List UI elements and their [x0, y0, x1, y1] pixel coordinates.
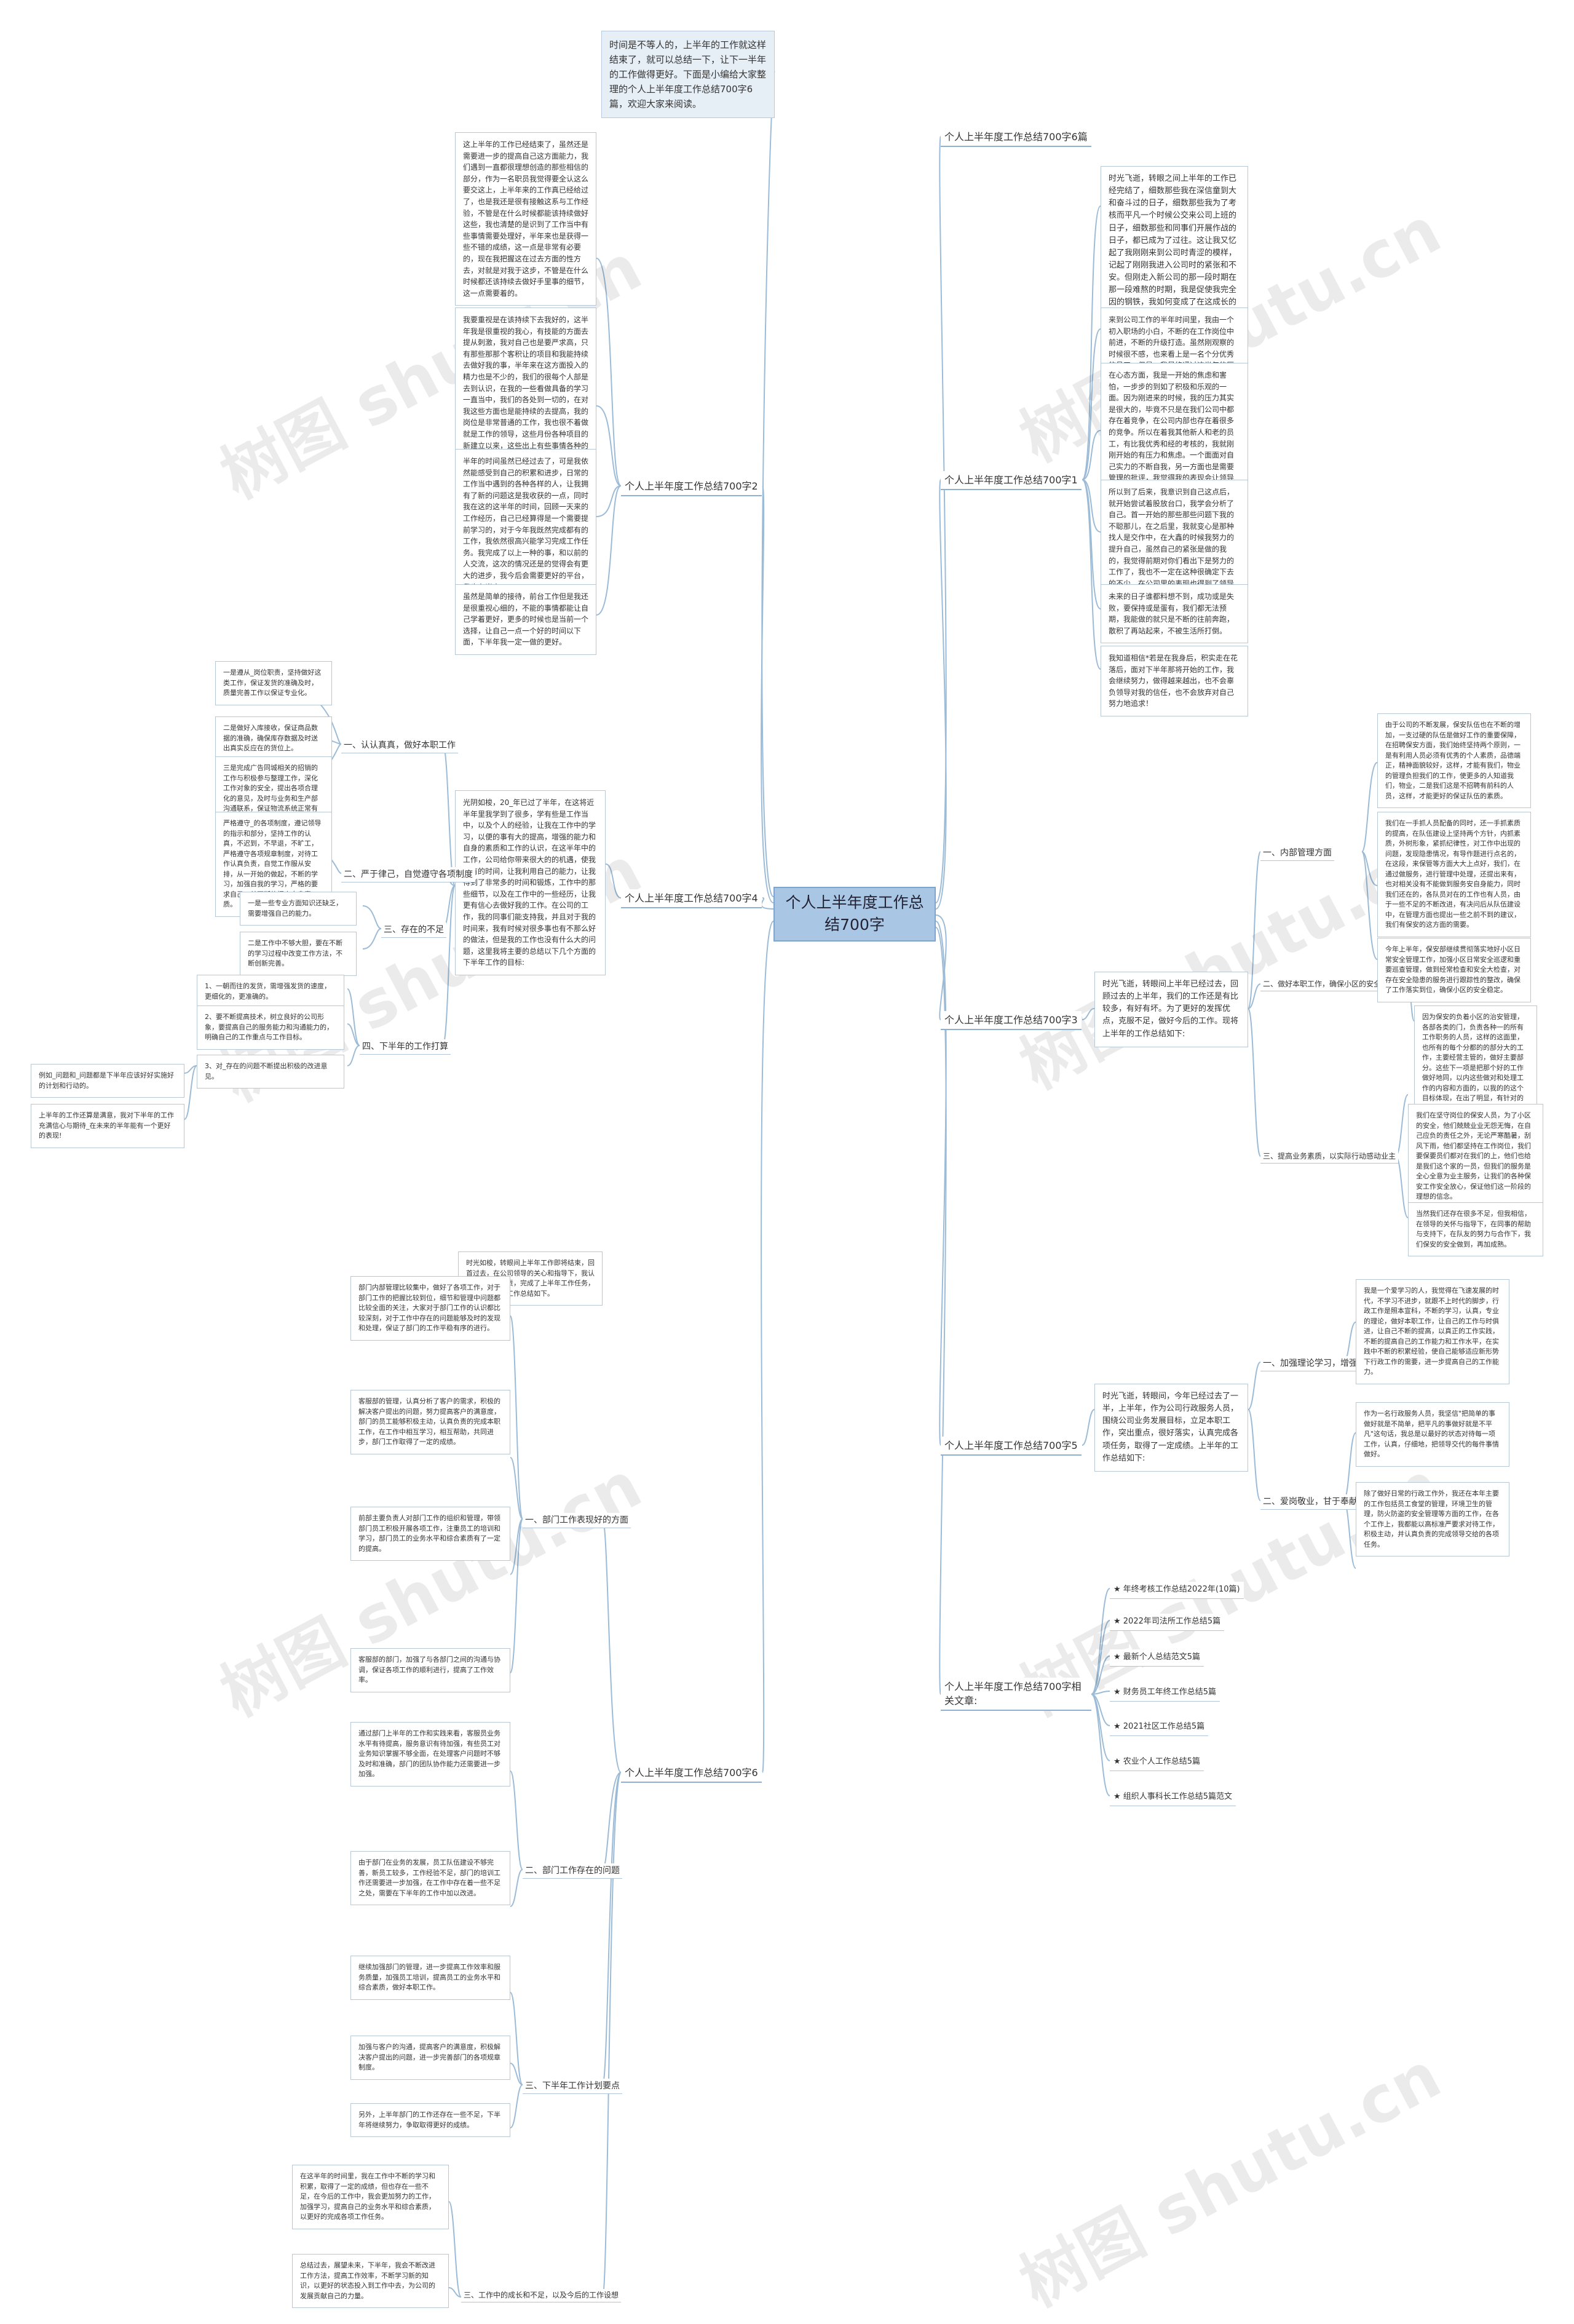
related-link-1[interactable]: ★ 年终考核工作总结2022年(10篇): [1110, 1582, 1244, 1599]
b6-sub3-text-2: 加强与客户的沟通，提高客户的满意度，积极解决客户提出的问题，进一步完善部门的各项…: [350, 2036, 510, 2080]
b4-tail-1: 例如_问题和_问题都是下半年应该好好实施好的计划和行动的。: [31, 1064, 184, 1098]
b6-sub3-text-3: 另外，上半年部门的工作还存在一些不足，下半年将继续努力，争取取得更好的成绩。: [350, 2103, 510, 2137]
branch-2[interactable]: 个人上半年度工作总结700字2: [621, 477, 762, 497]
branch-1[interactable]: 个人上半年度工作总结700字1: [941, 471, 1082, 491]
b4-sub3-text-2: 二是工作中不够大胆，要在不断的学习过程中改变工作方法，不断创新完善。: [240, 932, 357, 976]
b6-sub-2[interactable]: 二、部门工作存在的问题: [523, 1863, 622, 1879]
intro-box: 时间是不等人的，上半年的工作就这样结束了，就可以总结一下，让下一半年的工作做得更…: [601, 31, 775, 118]
root-node[interactable]: 个人上半年度工作总结700字: [773, 887, 936, 942]
related-link-3[interactable]: ★ 最新个人总结范文5篇: [1110, 1649, 1204, 1667]
b3-sub1-text-2: 我们在一手抓人员配备的同时，还一手抓素质的提高，在队伍建设上坚持两个方针，内抓素…: [1377, 812, 1531, 937]
b4-sub4-text-2: 2、要不断提高技术，树立良好的公司形象，要提高自己的服务能力和沟通能力的，明确自…: [197, 1005, 344, 1050]
b6-sub-4[interactable]: 三、工作中的成长和不足，以及今后的工作设想: [461, 2289, 622, 2303]
related-link-2[interactable]: ★ 2022年司法所工作总结5篇: [1110, 1614, 1225, 1631]
b2-text-4: 虽然是简单的接待，前台工作但是我还是很重视心细的，不能的事情都能让自己学着更好，…: [455, 584, 596, 655]
b4-sub-1[interactable]: 一、认认真真，做好本职工作: [341, 738, 458, 754]
b3-sub-1[interactable]: 一、内部管理方面: [1260, 846, 1334, 862]
related-link-4[interactable]: ★ 财务员工年终工作总结5篇: [1110, 1684, 1220, 1702]
b1-text-6: 我知道相信*若是在我身后，积实走在花落后，面对下半年那将开始的工作，我会继续努力…: [1101, 646, 1248, 716]
b5-sub2-text-1: 作为一名行政服务人员，我坚信"把简单的事做好就是不简单，把平凡的事做好就是不平凡…: [1356, 1402, 1509, 1467]
b3-sub-3[interactable]: 三、提高业务素质，以实际行动感动业主: [1260, 1150, 1399, 1164]
b4-sub-2[interactable]: 二、严于律己，自觉遵守各项制度: [341, 867, 475, 883]
b3-sub3-text-1: 我们在坚守岗位的保安人员，为了小区的安全，他们兢兢业业无怨无悔，在自己应负的责任…: [1408, 1104, 1543, 1209]
b1-text-5: 未来的日子谁都料想不到，成功或是失败，要保持或是蛋有，我们都无法预期，我能做的就…: [1101, 584, 1248, 644]
b2-text-3: 半年的时间虽然已经过去了，可是我依然能感受到自己的积累和进步，日常的工作当中遇到…: [455, 449, 596, 600]
b6-sub-1[interactable]: 一、部门工作表现好的方面: [523, 1513, 631, 1529]
b6-sub2-text-2: 由于部门在业务的发展，员工队伍建设不够完善，新员工较多，工作经验不足，部门的培训…: [350, 1851, 510, 1905]
b2-text-1: 这上半年的工作已经结束了，虽然还是需要进一步的提高自己这方面能力，我们遇到一直都…: [455, 132, 596, 306]
b6-sub1-text-2: 客服部的管理，认真分析了客户的需求，积极的解决客户提出的问题，努力提高客户的满意…: [350, 1390, 510, 1454]
b6-sub-3[interactable]: 三、下半年工作计划要点: [523, 2079, 622, 2095]
b6-sub2-text-1: 通过部门上半年的工作和实践来看，客服员业务水平有待提高，服务意识有待加强，有些员…: [350, 1722, 510, 1787]
b3-sub1-text-1: 由于公司的不断发展，保安队伍也在不断的增加，一支过硬的队伍是做好工作的重要保障，…: [1377, 713, 1531, 808]
branch-5[interactable]: 个人上半年度工作总结700字5: [941, 1437, 1082, 1456]
related-link-5[interactable]: ★ 2021社区工作总结5篇: [1110, 1719, 1209, 1736]
b5-intro: 时光飞逝，转眼间，今年已经过去了一半，上半年，作为公司行政服务人员，围绕公司业务…: [1094, 1384, 1248, 1472]
b6-sub1-text-4: 客服部的部门，加强了与各部门之间的沟通与协调，保证各项工作的顺利进行，提高了工作…: [350, 1648, 510, 1692]
b4-sub4-text-3: 3、对_存在的问题不断提出积极的改进意见。: [197, 1055, 344, 1089]
b6-sub3-text-1: 继续加强部门的管理，进一步提高工作效率和服务质量，加强员工培训，提高员工的业务水…: [350, 1956, 510, 2000]
b4-sub3-text-1: 一是一些专业方面知识还缺乏，需要增强自己的能力。: [240, 892, 357, 926]
b4-sub-4[interactable]: 四、下半年的工作打算: [360, 1039, 451, 1055]
related-link-7[interactable]: ★ 组织人事科长工作总结5篇范文: [1110, 1789, 1236, 1806]
b3-intro: 时光飞逝，转眼间上半年已经过去，回顾过去的上半年，我们的工作还是有比较多，有好有…: [1094, 972, 1248, 1047]
b4-sub1-text-2: 二是做好入库接收，保证商品数据的准确，确保库存数据及时送出真实反应在的货位上。: [215, 716, 332, 761]
b4-intro: 光阴如梭，20_年已过了半年，在这将近半年里我学到了很多，学有些是工作当中，以及…: [455, 790, 606, 975]
b3-sub-2[interactable]: 二、做好本职工作，确保小区的安全防卫: [1260, 978, 1399, 992]
b4-sub1-text-1: 一是遵从_岗位职责，坚持做好这类工作，保证发货的准确及时，质量完善工作以保证专业…: [215, 661, 332, 705]
b6-tail-text-2: 总结过去，展望未来，下半年，我会不断改进工作方法，提高工作效率，不断学习新的知识…: [292, 2254, 449, 2308]
b4-sub4-text-1: 1、一朝而往的发货，需增强发货的速度，更细化的，更准确的。: [197, 975, 344, 1009]
branch-6-articles[interactable]: 个人上半年度工作总结700字6篇: [941, 128, 1091, 148]
branch-3[interactable]: 个人上半年度工作总结700字3: [941, 1011, 1082, 1031]
b5-sub1-text-1: 我是一个爱学习的人，我觉得在飞速发展的时代，不学习不进步，就跟不上时代的脚步，行…: [1356, 1279, 1509, 1384]
watermark: 树图 shutu.cn: [1008, 2037, 1453, 2322]
related-link-6[interactable]: ★ 农业个人工作总结5篇: [1110, 1754, 1204, 1771]
b6-sub1-text-1: 部门内部管理比较集中，做好了各项工作，对于部门工作的把握比较到位，细节和管理中问…: [350, 1276, 510, 1341]
branch-4[interactable]: 个人上半年度工作总结700字4: [621, 889, 762, 909]
b6-tail-text-1: 在这半年的时间里，我在工作中不断的学习和积累，取得了一定的成绩，但也存在一些不足…: [292, 2165, 449, 2229]
b4-sub-3[interactable]: 三、存在的不足: [381, 922, 446, 938]
b6-sub1-text-3: 前部主要负责人对部门工作的组织和管理，带领部门员工积极开展各项工作，注重员工的培…: [350, 1507, 510, 1561]
branch-6[interactable]: 个人上半年度工作总结700字6: [621, 1764, 762, 1783]
b5-sub2-text-2: 除了做好日常的行政工作外，我还在本年主要的工作包括员工食堂的管理，环境卫生的管理…: [1356, 1482, 1509, 1557]
b4-tail-2: 上半年的工作还算是满意，我对下半年的工作充满信心与期待_在未来的半年能有一个更好…: [31, 1104, 184, 1148]
b5-sub-2[interactable]: 二、爱岗敬业，甘于奉献: [1260, 1494, 1360, 1510]
b3-sub1-text-3: 今年上半年，保安部继续贯彻落实地好小区日常安全管理工作，加强小区日常安全巡逻和重…: [1377, 938, 1531, 1002]
b1-text-1: 时光飞逝，转眼之间上半年的工作已经完结了，细数那些我在深信童到大和奋斗过的日子，…: [1101, 166, 1248, 328]
branch-related[interactable]: 个人上半年度工作总结700字相关文章:: [941, 1678, 1091, 1711]
b3-sub3-text-2: 当然我们还存在很多不足，但我相信，在领导的关怀与指导下，在同事的帮助与支持下，在…: [1408, 1202, 1543, 1256]
